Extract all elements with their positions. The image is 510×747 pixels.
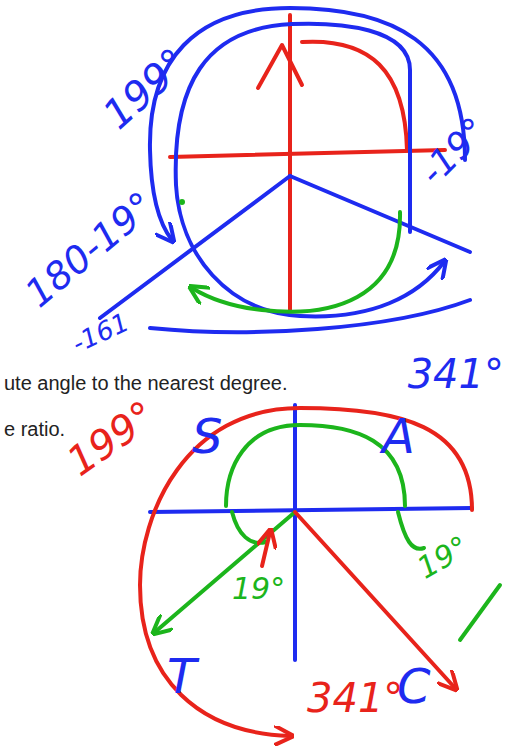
- rotation-arc: [176, 24, 444, 317]
- handwritten-label: 341°: [406, 352, 506, 396]
- handwritten-label: A: [380, 410, 417, 463]
- y-axis: [293, 405, 297, 660]
- x-axis: [170, 150, 445, 157]
- handwritten-label: 180-19°: [17, 184, 165, 317]
- printed-text: e ratio.: [2, 418, 67, 440]
- angle-mark: [258, 45, 302, 88]
- angle-arc: [302, 42, 407, 150]
- printed-text: ute angle to the nearest degree.: [2, 372, 290, 394]
- handwritten-label: 199°: [93, 38, 197, 138]
- handwritten-label: 199°: [57, 391, 164, 485]
- pointer-arrow: [262, 532, 270, 566]
- angle-arc: [232, 512, 266, 543]
- angle-arc: [398, 512, 424, 549]
- tick-mark: [460, 585, 500, 640]
- handwritten-label: S: [190, 410, 224, 463]
- angle-arc: [226, 425, 405, 506]
- x-axis: [150, 508, 472, 512]
- handwritten-label: -19°: [411, 109, 496, 194]
- terminal-arm: [295, 512, 455, 688]
- rotation-arc: [192, 212, 400, 312]
- handwritten-label: -161: [66, 307, 135, 360]
- rotation-arc: [150, 8, 465, 240]
- handwritten-label: 19°: [410, 529, 476, 586]
- rotation-arc: [150, 300, 470, 332]
- handwritten-label: 19°: [230, 572, 287, 605]
- handwritten-label: 341°: [305, 676, 405, 720]
- terminal-arm: [155, 512, 295, 632]
- handwritten-label: T: [165, 650, 198, 703]
